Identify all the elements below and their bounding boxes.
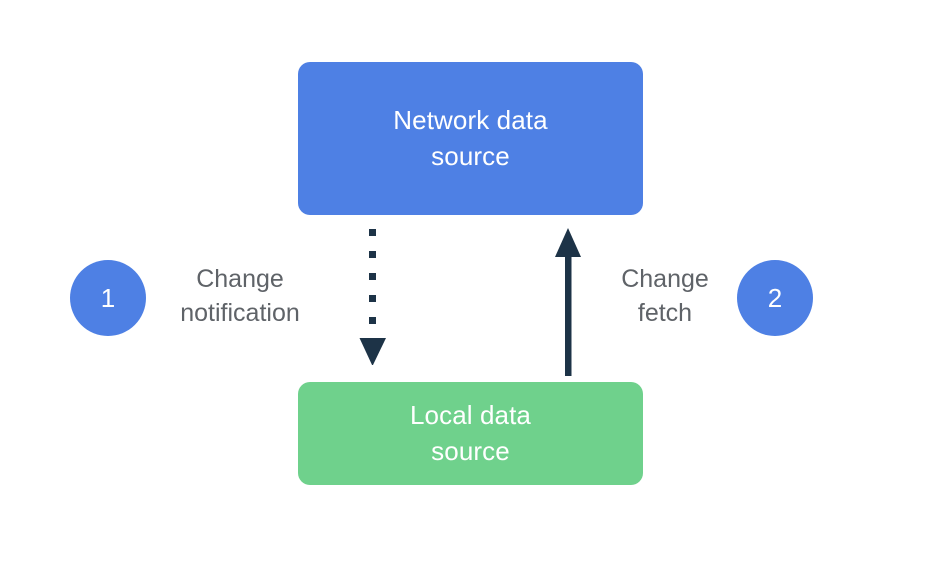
node-local-data-source[interactable]: Local data source: [298, 382, 643, 485]
step-badge-1: 1: [70, 260, 146, 336]
node-local-data-source-label: Local data source: [410, 399, 531, 466]
arrow-change-notification-icon: [359, 229, 386, 365]
step-badge-2-label: 2: [767, 283, 783, 313]
edge-label-change-fetch: Change fetch: [621, 265, 709, 327]
step-badge-1-label: 1: [100, 283, 116, 313]
arrow-change-fetch-icon: [555, 228, 581, 376]
node-network-data-source-label: Network data source: [393, 104, 548, 171]
edge-label-change-notification: Change notification: [180, 265, 300, 327]
node-network-data-source[interactable]: Network data source: [298, 62, 643, 215]
step-badge-2: 2: [737, 260, 813, 336]
